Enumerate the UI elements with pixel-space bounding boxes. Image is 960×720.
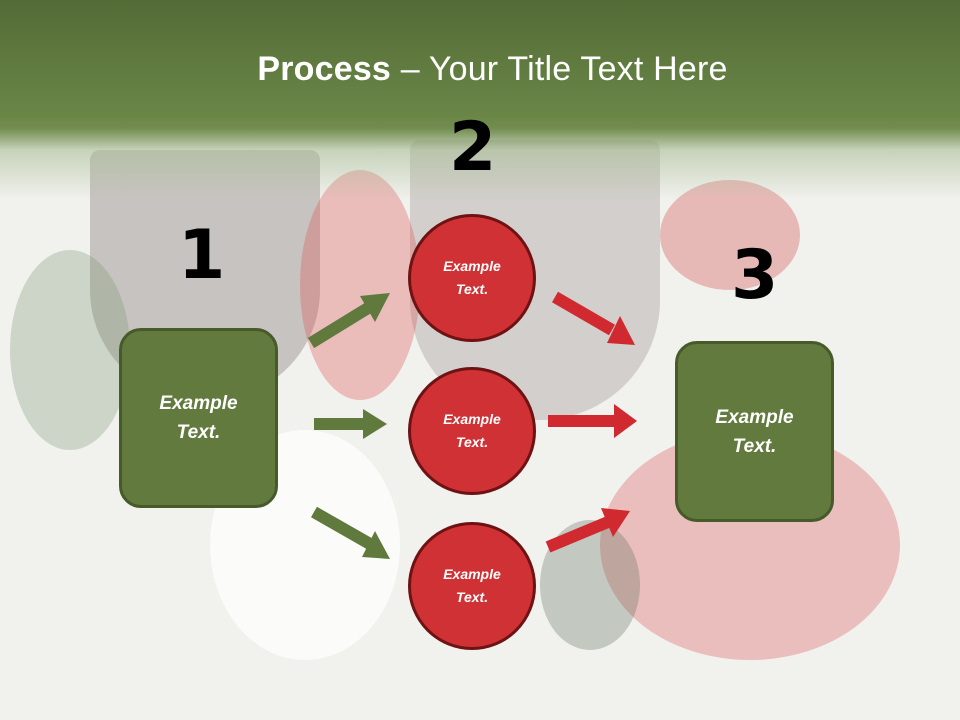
circle-top-line1: Example <box>443 258 501 274</box>
step-number-1: 1 <box>178 216 226 295</box>
step-number-3: 3 <box>731 236 779 315</box>
step-number-2: 2 <box>449 108 497 187</box>
box-1-line1: Example <box>159 393 238 414</box>
arrow-red-up-icon <box>545 508 630 553</box>
title-bar <box>0 0 960 200</box>
circle-middle-line1: Example <box>443 411 501 427</box>
bg-leaves-left <box>10 250 130 450</box>
bg-rose-center <box>300 170 420 400</box>
slide-title: Process – Your Title Text Here <box>0 50 960 89</box>
title-bold: Process <box>257 50 392 88</box>
circle-bottom-line1: Example <box>443 566 501 582</box>
arrow-green-up-icon <box>307 293 390 349</box>
circle-top-line2: Text. <box>455 281 489 297</box>
arrow-red-down-icon <box>551 291 635 345</box>
box-3-line1: Example <box>715 406 794 428</box>
box-1-line2: Text. <box>176 422 221 443</box>
circle-bottom-line2: Text. <box>455 589 489 605</box>
arrow-green-down-icon <box>311 506 390 559</box>
arrow-red-right-icon <box>548 404 637 438</box>
circle-middle-line2: Text. <box>455 434 489 450</box>
box-3-line2: Text. <box>732 435 777 457</box>
arrow-green-right-icon <box>314 409 387 439</box>
title-rest: – Your Title Text Here <box>391 50 728 88</box>
